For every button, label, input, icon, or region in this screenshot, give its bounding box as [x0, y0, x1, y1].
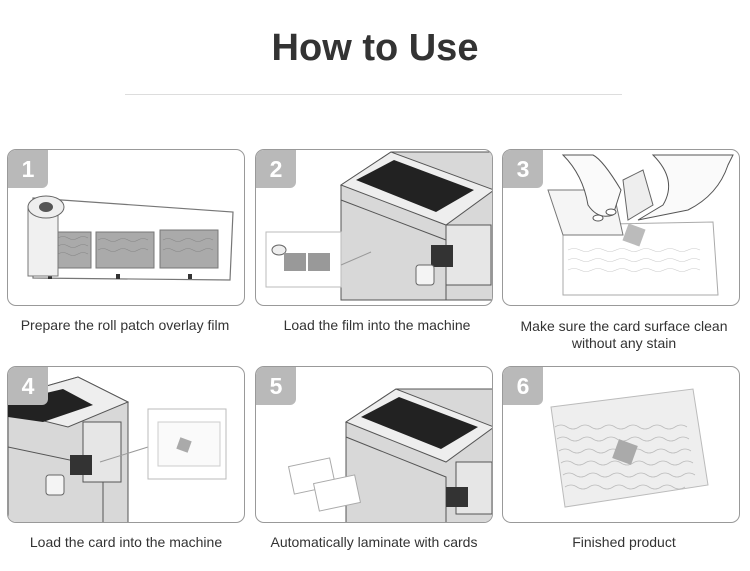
step-3-number: 3	[503, 150, 543, 188]
step-5-card: 5	[255, 366, 493, 523]
step-1-caption: Prepare the roll patch overlay film	[20, 317, 230, 333]
step-3-caption: Make sure the card surface clean without…	[520, 318, 728, 351]
film-roll-icon	[27, 195, 234, 281]
step-1-card: 1	[7, 149, 245, 306]
title-divider	[125, 94, 622, 95]
step-6-caption: Finished product	[572, 534, 676, 550]
card-insert-icon	[8, 376, 227, 522]
hands-cleaning-card-icon	[547, 154, 734, 296]
step-4-card: 4	[7, 366, 245, 523]
laminator-machine-icon	[265, 151, 492, 301]
step-5-number: 5	[256, 367, 296, 405]
step-5-caption: Automatically laminate with cards	[270, 534, 478, 550]
step-6-card: 6	[502, 366, 740, 523]
step-1-number: 1	[8, 150, 48, 188]
step-2-card: 2	[255, 149, 493, 306]
laminating-icon	[287, 388, 492, 522]
step-4-number: 4	[8, 367, 48, 405]
step-6-number: 6	[503, 367, 543, 405]
step-3-card: 3	[502, 149, 740, 306]
step-2-number: 2	[256, 150, 296, 188]
laminated-card-icon	[550, 388, 709, 508]
step-2-caption: Load the film into the machine	[283, 317, 471, 333]
step-4-caption: Load the card into the machine	[29, 534, 223, 550]
page-title: How to Use	[271, 27, 479, 69]
